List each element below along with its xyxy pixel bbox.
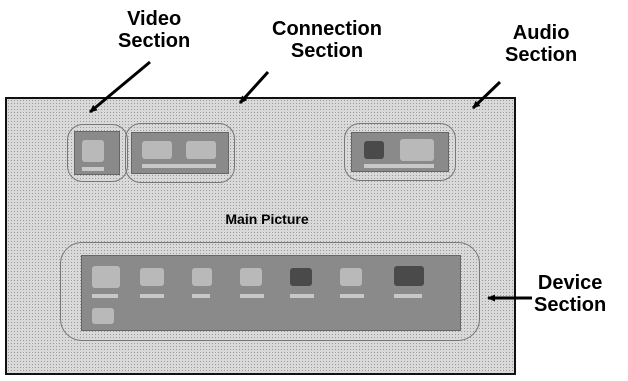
device-caption-bar-6 — [340, 294, 364, 298]
audio-section-group — [344, 123, 456, 181]
device-caption-bar-1 — [92, 294, 118, 298]
connection-label-line2: Section — [290, 40, 364, 62]
connection-label-line1: Connection — [272, 18, 382, 40]
connection-adapter-icon[interactable] — [186, 141, 216, 159]
video-label-line1: Video — [127, 8, 182, 30]
video-panel — [74, 131, 120, 175]
audio-label-line1: Audio — [512, 22, 570, 44]
device-label-line1: Device — [537, 272, 603, 294]
connection-panel — [131, 132, 229, 174]
device-caption-bar-4 — [240, 294, 264, 298]
device-icon-2[interactable] — [140, 268, 164, 286]
device-section-label: Device Section — [534, 272, 606, 316]
connection-cable-icon[interactable] — [142, 141, 172, 159]
audio-label-line2: Section — [505, 44, 578, 66]
main-picture-label: Main Picture — [225, 211, 309, 227]
connection-section-label: Connection Section — [272, 18, 382, 62]
audio-speaker-icon[interactable] — [364, 141, 384, 159]
device-icon-5[interactable] — [290, 268, 312, 286]
device-label-line2: Section — [534, 294, 607, 316]
audio-panel — [351, 132, 449, 172]
device-panel — [81, 255, 461, 331]
device-icon-6[interactable] — [340, 268, 362, 286]
video-label-line2: Section — [118, 30, 191, 52]
screen-display: Main Picture — [5, 97, 516, 375]
video-caption-bar — [82, 167, 104, 171]
video-section-label: Video Section — [118, 8, 190, 52]
device-icon-1[interactable] — [92, 266, 120, 288]
audio-section-label: Audio Section — [505, 22, 577, 66]
video-thumbnail-icon[interactable] — [82, 140, 104, 162]
device-icon-3[interactable] — [192, 268, 212, 286]
device-caption-bar-7 — [394, 294, 422, 298]
device-caption-bar-3 — [192, 294, 210, 298]
device-icon-4[interactable] — [240, 268, 262, 286]
device-icon-7[interactable] — [394, 266, 424, 286]
device-section-group — [60, 242, 480, 341]
connection-caption-bar — [142, 164, 216, 168]
video-section-group — [67, 124, 128, 182]
audio-caption-bar — [364, 164, 434, 168]
device-caption-bar-2 — [140, 294, 164, 298]
audio-cable-icon[interactable] — [400, 139, 434, 161]
device-extra-icon[interactable] — [92, 308, 114, 324]
device-caption-bar-5 — [290, 294, 314, 298]
connection-section-group — [125, 123, 235, 183]
